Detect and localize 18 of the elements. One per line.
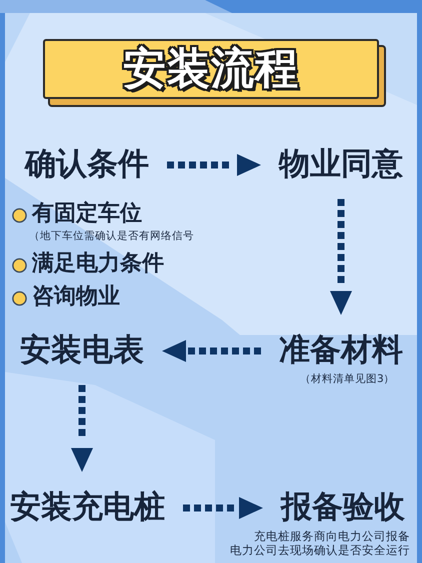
step-label: 报备验收: [281, 490, 405, 524]
step-label: 准备材料: [279, 333, 403, 367]
arrow: [71, 385, 93, 472]
arrow: [183, 497, 263, 519]
arrow: [330, 199, 352, 315]
note-text: 电力公司去现场确认是否安全运行: [230, 544, 410, 558]
step-label: 物业同意: [279, 147, 403, 181]
note-text: 充电桩服务商向电力公司报备: [254, 530, 410, 544]
list-item: 满足电力条件: [32, 252, 164, 276]
step-label: 确认条件: [25, 147, 149, 181]
arrow: [162, 340, 261, 362]
note-text: （材料清单见图3）: [300, 373, 395, 386]
step-label: 安装电表: [20, 333, 144, 367]
step-label: 安装充电桩: [10, 490, 165, 524]
list-item: 咨询物业: [32, 285, 120, 310]
list-item: 有固定车位: [32, 202, 142, 226]
arrow: [167, 154, 261, 176]
note-text: （地下车位需确认是否有网络信号: [29, 230, 194, 242]
